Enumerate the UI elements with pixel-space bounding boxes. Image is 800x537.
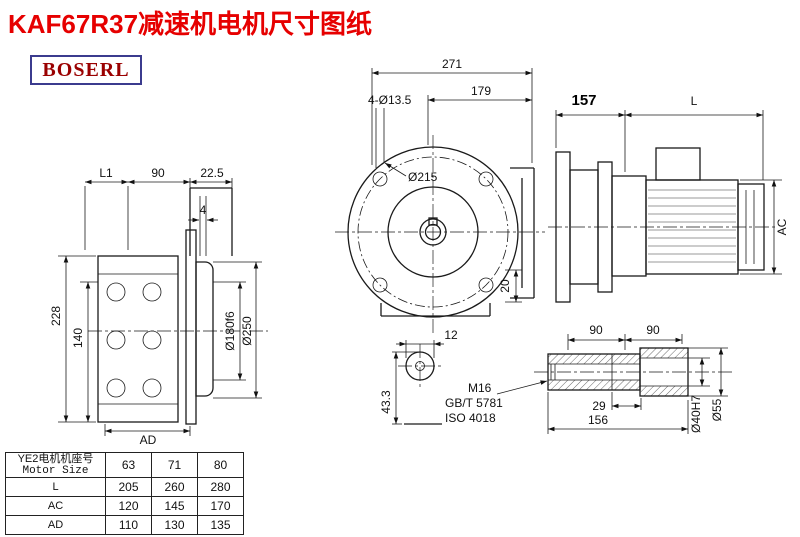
dim-L-label: L [691,94,698,108]
thread-gbt-label: GB/T 5781 [445,396,503,410]
dim-156-label: 156 [588,413,608,427]
table-row-AC: AC 120 145 170 [5,496,244,517]
dim-AD-label: AD [140,433,157,447]
motor-side-view: 157 L AC [548,92,789,303]
shaft-cross-section-view: 12 43.3 [379,328,458,425]
boss-circle [387,186,479,278]
cell: 120 [105,496,152,517]
dia-250-label: Ø250 [240,316,254,346]
dia-215-label: Ø215 [408,170,438,184]
flange-plate [185,229,197,425]
logo-text: BOSERL [42,58,130,81]
bolt-section [106,378,126,398]
row-label: AD [5,515,106,536]
page-title: KAF67R37减速机电机尺寸图纸 [8,9,373,39]
thread-m16-label: M16 [468,381,492,395]
table-row-L: L 205 260 280 [5,477,244,498]
bolt-section [142,378,162,398]
motor-size-table: YE2电机机座号 Motor Size 63 71 80 L 205 260 2… [5,451,244,536]
dim-157-label: 157 [571,92,596,109]
boserl-logo: BOSERL [30,55,142,85]
dim-179-label: 179 [471,84,491,98]
flange-rim [195,261,214,397]
mount-hole [478,171,494,187]
dim-228-label: 228 [49,306,63,326]
motor-fins [648,189,736,263]
dim-29-label: 29 [592,399,606,413]
hub-circle [419,218,447,246]
cell: 130 [151,515,198,536]
dim-140-label: 140 [71,328,85,348]
dia-40-label: Ø40H7 [689,395,703,433]
front-view: 271 179 4-Ø13.5 Ø215 20 [335,57,545,335]
shaft-collar [639,347,689,397]
dia-55-label: Ø55 [710,398,724,421]
left-side-view: L1 90 22.5 4 228 140 AD Ø180f6 [49,166,268,447]
table-row-AD: AD 110 130 135 [5,515,244,536]
dim-L1-label: L1 [99,166,113,180]
mount-hole [372,277,388,293]
row-label: AC [5,496,106,517]
mount-hole [372,171,388,187]
bolt-section [106,282,126,302]
cell: 280 [197,477,244,498]
table-header-row: YE2电机机座号 Motor Size 63 71 80 [5,451,244,479]
mount-hole [478,277,494,293]
thread-iso-label: ISO 4018 [445,411,496,425]
terminal-box [655,147,701,181]
cell: 260 [151,477,198,498]
cell: 110 [105,515,152,536]
size-80: 80 [197,451,244,479]
size-71: 71 [151,451,198,479]
flange-outer-circle [347,146,519,318]
dim-22-5-label: 22.5 [200,166,224,180]
header-cn: YE2电机机座号 [17,453,94,465]
cell: 145 [151,496,198,517]
section-circle [405,351,435,381]
header-en: Motor Size [22,465,89,478]
table-header-cell: YE2电机机座号 Motor Size [5,451,106,479]
housing-body [97,255,179,423]
size-63: 63 [105,451,152,479]
dim-90-left-label: 90 [589,323,603,337]
fan-cover [737,183,765,271]
bolt-section [106,330,126,350]
row-label: L [5,477,106,498]
shaft-detail-view: 90 90 M16 GB/T 5781 ISO 4018 29 156 Ø40H… [445,323,732,434]
dim-AC-label: AC [775,218,789,235]
cell: 170 [197,496,244,517]
bolt-section [142,282,162,302]
dim-43-3-label: 43.3 [379,390,393,414]
keyway [428,217,438,226]
dia-180-label: Ø180f6 [223,311,237,351]
bolt-circle [357,156,509,308]
dim-12-label: 12 [444,328,458,342]
holes-callout-label: 4-Ø13.5 [368,93,412,107]
cell: 135 [197,515,244,536]
dim-4-label: 4 [200,203,207,217]
dim-20-label: 20 [498,279,512,293]
dim-90-label: 90 [151,166,165,180]
dim-90-right-label: 90 [646,323,660,337]
bolt-section [142,330,162,350]
dim-271-label: 271 [442,57,462,71]
cell: 205 [105,477,152,498]
